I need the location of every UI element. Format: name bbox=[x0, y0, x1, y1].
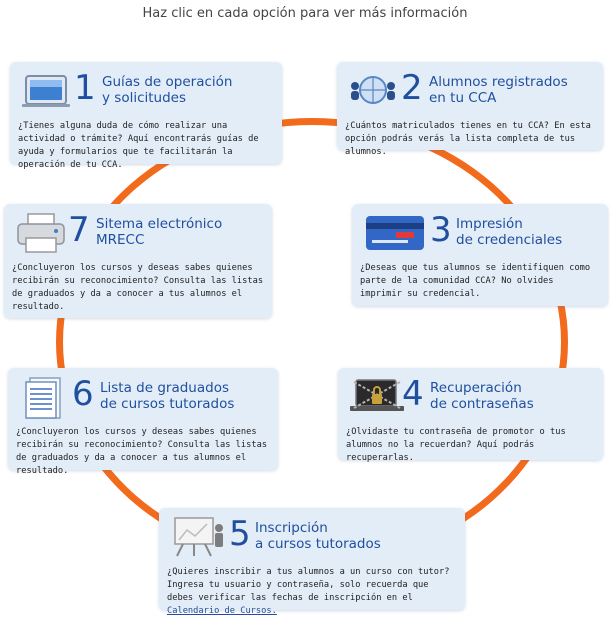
presentation-board-icon bbox=[169, 516, 223, 557]
option-description: ¿Tienes alguna duda de cómo realizar una… bbox=[18, 121, 259, 170]
credit-card-icon bbox=[362, 212, 424, 252]
course-calendar-link[interactable]: Calendario de Cursos. bbox=[167, 606, 277, 616]
option-number: 6 bbox=[72, 374, 94, 414]
printer-icon bbox=[14, 212, 66, 253]
option-title[interactable]: Impresión de credenciales bbox=[456, 216, 563, 248]
people-globe-icon bbox=[347, 70, 399, 110]
option-card-1-guides[interactable]: 1 Guías de operación y solicitudes ¿Tien… bbox=[10, 62, 282, 170]
option-number: 4 bbox=[402, 374, 424, 414]
document-list-icon bbox=[18, 376, 70, 419]
option-card-2-students[interactable]: 2 Alumnos registrados en tu CCA ¿Cuántos… bbox=[337, 62, 603, 157]
option-number: 1 bbox=[74, 68, 96, 108]
option-title[interactable]: Inscripción a cursos tutorados bbox=[255, 520, 381, 552]
option-number: 7 bbox=[68, 210, 90, 250]
option-title[interactable]: Alumnos registrados en tu CCA bbox=[429, 74, 568, 106]
option-card-5-enrollment[interactable]: 5 Inscripción a cursos tutorados ¿Quiere… bbox=[159, 508, 465, 616]
page-instruction: Haz clic en cada opción para ver más inf… bbox=[142, 6, 468, 21]
option-description: ¿Quieres inscribir a tus alumnos a un cu… bbox=[167, 566, 457, 618]
option-title[interactable]: Sitema electrónico MRECC bbox=[96, 216, 223, 248]
option-title[interactable]: Guías de operación y solicitudes bbox=[102, 74, 233, 106]
option-card-7-mrecc[interactable]: 7 Sitema electrónico MRECC ¿Concluyeron … bbox=[4, 204, 272, 318]
option-number: 3 bbox=[430, 210, 452, 250]
option-title[interactable]: Recuperación de contraseñas bbox=[430, 380, 534, 412]
orange-cycle-ring bbox=[56, 118, 568, 566]
option-description: ¿Concluyeron los cursos y deseas sabes q… bbox=[12, 263, 264, 312]
option-card-4-passwords[interactable]: 4 Recuperación de contraseñas ¿Olvidaste… bbox=[338, 368, 603, 463]
option-title[interactable]: Lista de graduados de cursos tutorados bbox=[100, 380, 235, 412]
option-description: ¿Olvidaste tu contraseña de promotor o t… bbox=[346, 427, 566, 463]
option-description: ¿Deseas que tus alumnos se identifiquen … bbox=[360, 263, 591, 299]
monitor-icon bbox=[20, 70, 72, 110]
option-number: 5 bbox=[229, 514, 251, 554]
option-description: ¿Cuántos matriculados tienes en tu CCA? … bbox=[345, 121, 591, 157]
option-description: ¿Concluyeron los cursos y deseas sabes q… bbox=[16, 427, 268, 476]
option-card-6-graduates[interactable]: 6 Lista de graduados de cursos tutorados… bbox=[8, 368, 278, 476]
locked-laptop-icon bbox=[348, 376, 404, 416]
option-description-text: ¿Quieres inscribir a tus alumnos a un cu… bbox=[167, 567, 450, 603]
option-number: 2 bbox=[401, 68, 423, 108]
option-card-3-credentials[interactable]: 3 Impresión de credenciales ¿Deseas que … bbox=[352, 204, 608, 306]
